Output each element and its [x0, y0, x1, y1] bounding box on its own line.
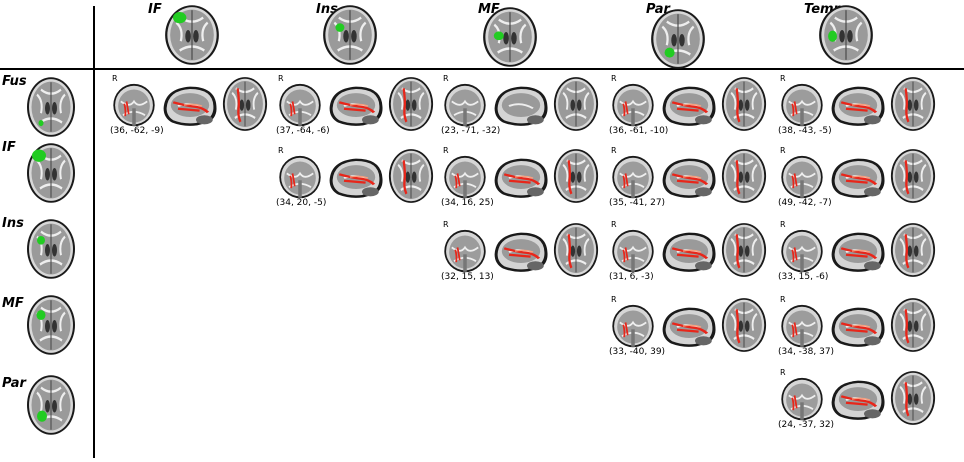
sagittal-brain-icon [831, 380, 885, 420]
vertical-divider [93, 6, 95, 458]
axial-brain-icon [388, 77, 434, 131]
mni-coordinate-label: (34, 16, 25) [441, 198, 494, 208]
coronal-brain-icon [612, 304, 654, 348]
row-label-if: IF [2, 140, 16, 155]
mni-coordinate-label: (23, -71, -32) [441, 126, 501, 136]
axial-brain-icon [890, 149, 936, 203]
axial-brain-icon [553, 149, 599, 203]
coronal-brain-icon [113, 83, 155, 127]
horizontal-divider [0, 68, 964, 70]
sagittal-brain-icon [831, 232, 885, 272]
coronal-brain-icon [781, 304, 823, 348]
mni-coordinate-label: (34, -38, 37) [778, 347, 835, 357]
orientation-marker: R [278, 146, 284, 155]
orientation-marker: R [780, 146, 786, 155]
axial-brain-icon [323, 5, 377, 65]
coronal-brain-icon [781, 83, 823, 127]
axial-brain-icon [27, 295, 75, 355]
orientation-marker: R [611, 295, 617, 304]
axial-brain-icon [819, 5, 873, 65]
coronal-brain-icon [612, 155, 654, 199]
axial-brain-icon [388, 149, 434, 203]
axial-brain-icon [890, 371, 936, 425]
mni-coordinate-label: (33, 15, -6) [778, 272, 829, 282]
orientation-marker: R [780, 368, 786, 377]
sagittal-brain-icon [831, 86, 885, 126]
sagittal-brain-icon [662, 232, 716, 272]
axial-brain-icon [721, 77, 767, 131]
coronal-brain-icon [279, 155, 321, 199]
sagittal-brain-icon [662, 86, 716, 126]
orientation-marker: R [780, 220, 786, 229]
orientation-marker: R [278, 74, 284, 83]
row-label-par: Par [2, 376, 26, 391]
mni-coordinate-label: (38, -43, -5) [778, 126, 832, 136]
axial-brain-icon [553, 223, 599, 277]
axial-brain-icon [890, 77, 936, 131]
mni-coordinate-label: (34, 20, -5) [276, 198, 327, 208]
column-label-if: IF [148, 2, 162, 17]
mni-coordinate-label: (31, 6, -3) [609, 272, 654, 282]
mni-coordinate-label: (32, 15, 13) [441, 272, 494, 282]
mni-coordinate-label: (24, -37, 32) [778, 420, 835, 430]
axial-brain-icon [483, 7, 537, 67]
axial-brain-icon [721, 298, 767, 352]
coronal-brain-icon [781, 229, 823, 273]
orientation-marker: R [443, 74, 449, 83]
axial-brain-icon [553, 77, 599, 131]
coronal-brain-icon [444, 83, 486, 127]
row-label-fus: Fus [2, 74, 27, 89]
sagittal-brain-icon [494, 158, 548, 198]
coronal-brain-icon [279, 83, 321, 127]
orientation-marker: R [112, 74, 118, 83]
sagittal-brain-icon [662, 307, 716, 347]
axial-brain-icon [721, 223, 767, 277]
row-label-ins: Ins [2, 216, 24, 231]
row-label-mf: MF [2, 296, 24, 311]
column-label-par: Par [646, 2, 670, 17]
axial-brain-icon [165, 5, 219, 65]
coronal-brain-icon [781, 377, 823, 421]
axial-brain-icon [890, 223, 936, 277]
sagittal-brain-icon [329, 158, 383, 198]
mni-coordinate-label: (37, -64, -6) [276, 126, 330, 136]
coronal-brain-icon [612, 83, 654, 127]
orientation-marker: R [611, 74, 617, 83]
orientation-marker: R [611, 146, 617, 155]
sagittal-brain-icon [831, 158, 885, 198]
axial-brain-icon [27, 219, 75, 279]
sagittal-brain-icon [494, 86, 548, 126]
axial-brain-icon [27, 77, 75, 137]
orientation-marker: R [780, 295, 786, 304]
sagittal-brain-icon [831, 307, 885, 347]
orientation-marker: R [780, 74, 786, 83]
mni-coordinate-label: (36, -61, -10) [609, 126, 669, 136]
mni-coordinate-label: (35, -41, 27) [609, 198, 666, 208]
axial-brain-icon [651, 9, 705, 69]
sagittal-brain-icon [163, 86, 217, 126]
sagittal-brain-icon [662, 158, 716, 198]
mni-coordinate-label: (49, -42, -7) [778, 198, 832, 208]
coronal-brain-icon [612, 229, 654, 273]
axial-brain-icon [27, 143, 75, 203]
axial-brain-icon [890, 298, 936, 352]
axial-brain-icon [721, 149, 767, 203]
orientation-marker: R [443, 146, 449, 155]
mni-coordinate-label: (33, -40, 39) [609, 347, 666, 357]
axial-brain-icon [222, 77, 268, 131]
mni-coordinate-label: (36, -62, -9) [110, 126, 164, 136]
coronal-brain-icon [444, 229, 486, 273]
axial-brain-icon [27, 375, 75, 435]
orientation-marker: R [443, 220, 449, 229]
sagittal-brain-icon [329, 86, 383, 126]
coronal-brain-icon [781, 155, 823, 199]
coronal-brain-icon [444, 155, 486, 199]
sagittal-brain-icon [494, 232, 548, 272]
orientation-marker: R [611, 220, 617, 229]
